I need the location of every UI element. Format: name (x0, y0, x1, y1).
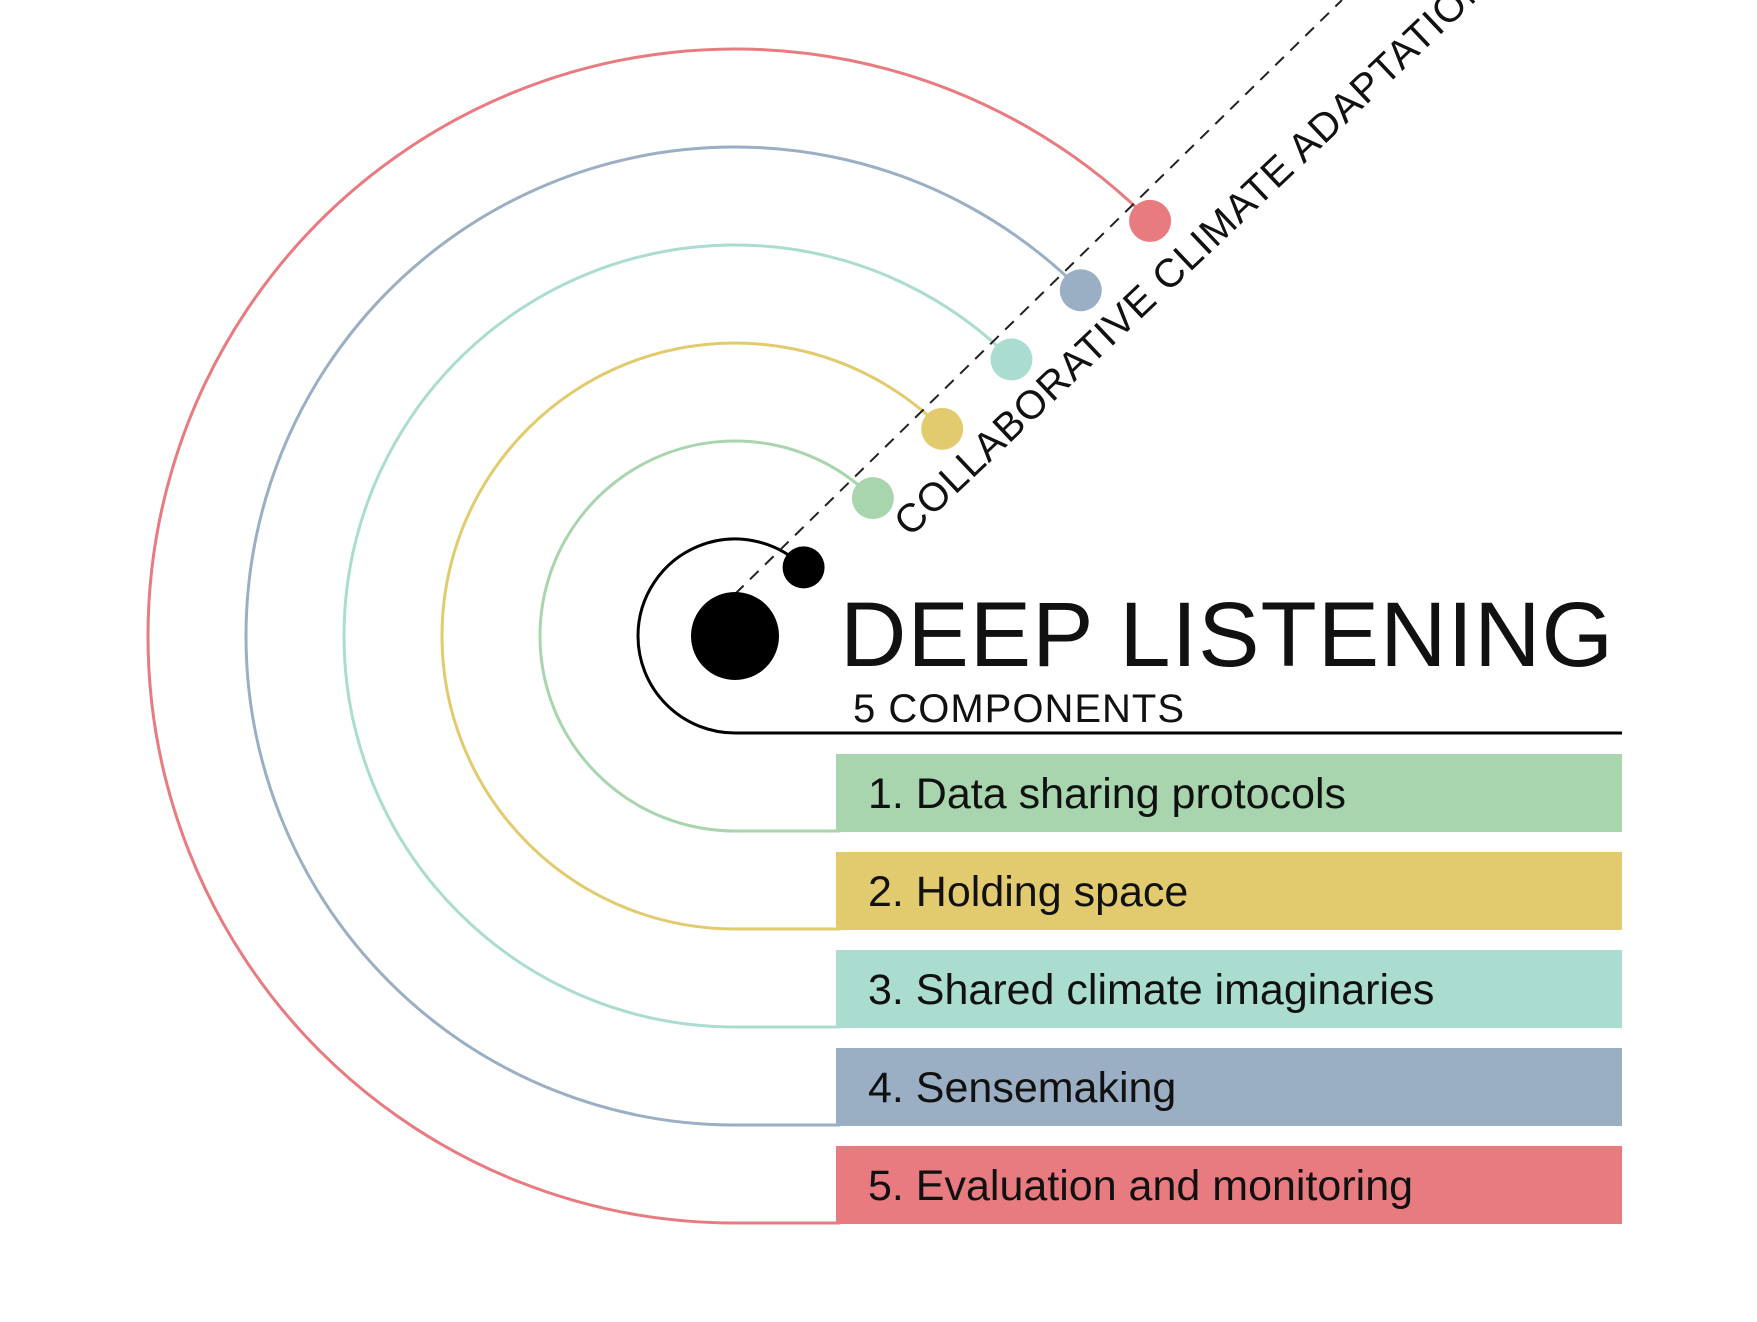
core-orbit-dot (782, 546, 825, 589)
component-label-1: 1. Data sharing protocols (868, 770, 1346, 818)
core-orbit-arc (636, 537, 1622, 735)
dashed-axis-line (734, 0, 1343, 595)
component-arc-2 (440, 341, 944, 931)
center-core (691, 592, 779, 680)
component-dot-1 (851, 477, 894, 520)
component-bar-5 (836, 1146, 1622, 1224)
component-dot-4 (1059, 269, 1102, 312)
component-arc-4 (244, 145, 1082, 1127)
component-bar-4 (836, 1048, 1622, 1126)
component-bar-2 (836, 852, 1622, 930)
component-label-2: 2. Holding space (868, 868, 1188, 916)
component-dot-3 (990, 338, 1033, 381)
diagram-subtitle: 5 COMPONENTS (853, 687, 1185, 731)
component-arc-1 (538, 439, 874, 833)
component-dot-2 (921, 407, 964, 450)
component-label-3: 3. Shared climate imaginaries (868, 966, 1434, 1014)
component-bar-1 (836, 754, 1622, 832)
component-arc-5 (146, 47, 1152, 1225)
component-bar-3 (836, 950, 1622, 1028)
axis-label: COLLABORATIVE CLIMATE ADAPTATION (886, 0, 1498, 545)
component-dot-5 (1129, 199, 1172, 242)
diagram-title: DEEP LISTENING (840, 584, 1614, 686)
orbit-dots (782, 199, 1172, 589)
component-label-5: 5. Evaluation and monitoring (868, 1162, 1413, 1210)
component-arc-3 (342, 243, 1013, 1029)
component-bars: 1. Data sharing protocols 2. Holding spac… (836, 754, 1622, 1224)
arcs-layer (146, 47, 1622, 1225)
component-label-4: 4. Sensemaking (868, 1064, 1176, 1112)
